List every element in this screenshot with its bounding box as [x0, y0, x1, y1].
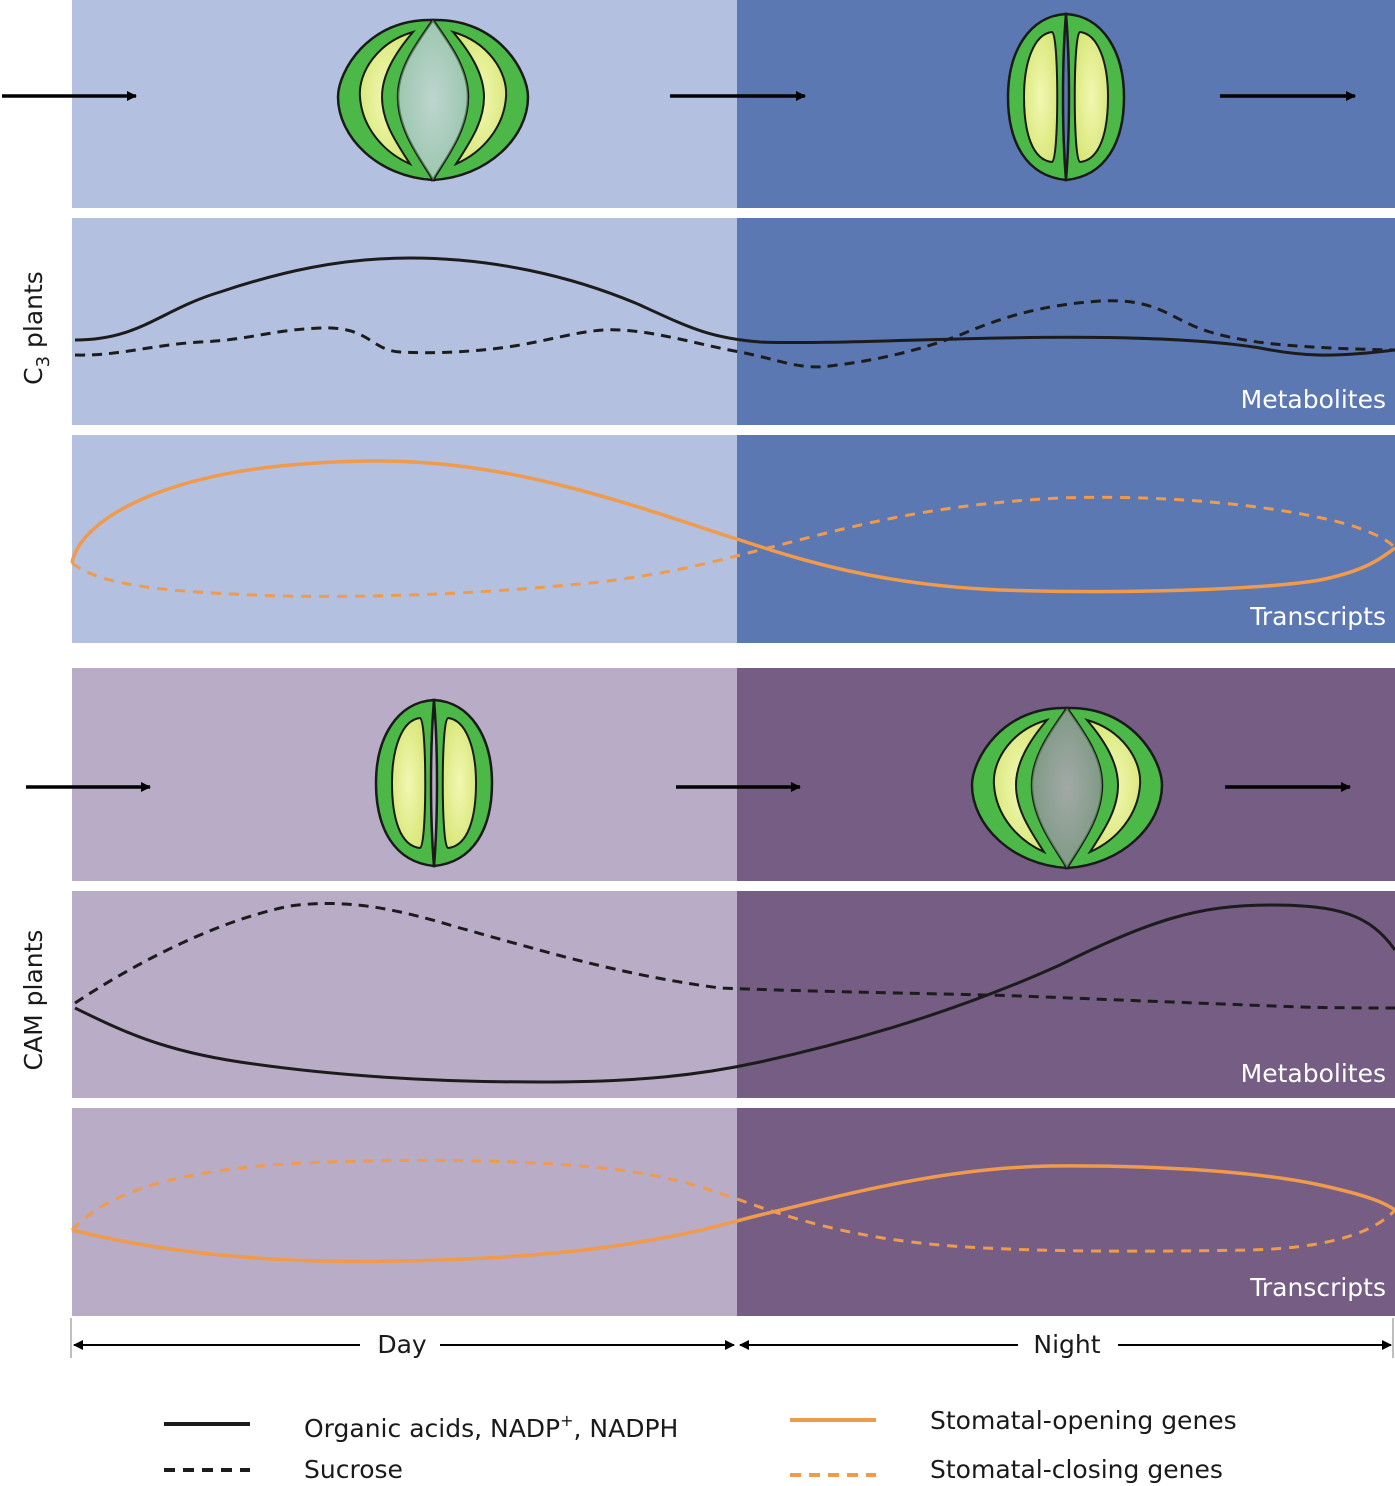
c3-sucrose-curve	[74, 299, 1395, 369]
cam-transcripts-night-bg	[737, 1108, 1395, 1316]
cam-group: Metabolites Transcripts CAM plants	[19, 668, 1395, 1316]
c3-opening-genes-curve	[70, 459, 1395, 594]
cam-group-label: CAM plants	[19, 930, 48, 1071]
cam-sucrose-curve	[74, 901, 1395, 1010]
c3-transcripts-label: Transcripts	[1249, 602, 1386, 631]
cam-opening-genes-curve	[71, 1164, 1395, 1264]
time-axis: Day Night	[70, 1318, 1394, 1359]
legend-organic-acids-label: Organic acids, NADP+, NADPH	[304, 1411, 678, 1443]
cam-closing-genes-curve	[70, 1158, 1395, 1253]
c3-metabolites-night-bg	[737, 218, 1395, 425]
cam-metabolites-night-bg	[737, 891, 1395, 1098]
cam-transcripts-label: Transcripts	[1249, 1273, 1386, 1302]
c3-metabolites-day-bg	[72, 218, 737, 425]
cam-organic-acids-curve	[74, 903, 1395, 1084]
cam-transcripts-day-bg	[72, 1108, 737, 1316]
day-label: Day	[377, 1330, 427, 1359]
legend-closing-label: Stomatal-closing genes	[930, 1455, 1223, 1484]
c3-group: Metabolites Transcripts C3 plants	[2, 0, 1395, 643]
legend: Organic acids, NADP+, NADPH Sucrose Stom…	[164, 1406, 1237, 1484]
legend-sucrose-label: Sucrose	[304, 1455, 403, 1484]
c3-transcripts-night-bg	[737, 435, 1395, 643]
night-label: Night	[1033, 1330, 1100, 1359]
c3-transcripts-day-bg	[72, 435, 737, 643]
c3-organic-acids-curve	[74, 256, 1395, 357]
cam-metabolites-label: Metabolites	[1241, 1059, 1386, 1088]
cam-metabolites-day-bg	[72, 891, 737, 1098]
c3-group-label: C3 plants	[19, 271, 54, 385]
c3-metabolites-label: Metabolites	[1241, 385, 1386, 414]
legend-opening-label: Stomatal-opening genes	[930, 1406, 1237, 1435]
